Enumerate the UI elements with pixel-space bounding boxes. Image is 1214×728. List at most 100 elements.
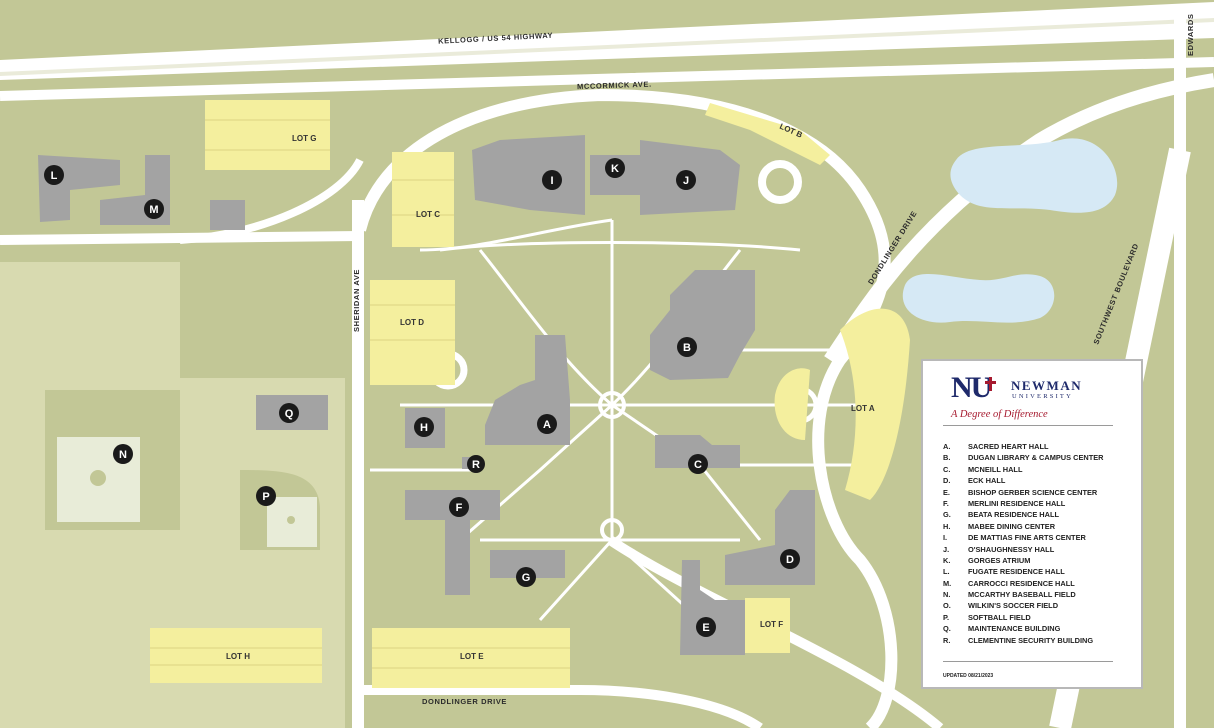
lot-label-g: LOT G: [292, 134, 316, 143]
marker-label-m: M: [149, 204, 158, 216]
legend-item: P. SOFTBALL FIELD: [943, 612, 1104, 623]
legend-label: CLEMENTINE SECURITY BUILDING: [968, 635, 1094, 645]
lot-g-area: [205, 100, 330, 170]
legend-key: P.: [943, 612, 950, 622]
legend-key: J.: [943, 544, 950, 554]
lot-b-area: [705, 103, 830, 165]
cross-icon: [989, 377, 992, 391]
street-label-edwards: EDWARDS: [1186, 13, 1195, 56]
legend-label: SACRED HEART HALL: [968, 442, 1049, 451]
parking-stripes: [150, 119, 570, 669]
lot-label-a: LOT A: [851, 404, 875, 413]
legend-item: J. O'SHAUGHNESSY HALL: [943, 544, 1104, 555]
legend-label: O'SHAUGHNESSY HALL: [968, 544, 1055, 554]
logo-name: NEWMAN: [1011, 378, 1083, 393]
lot-label-f: LOT F: [760, 620, 783, 629]
legend-label: SOFTBALL FIELD: [968, 612, 1031, 622]
legend-label: MERLINI RESIDENCE HALL: [968, 498, 1066, 508]
south-roundabout: [600, 518, 624, 542]
legend-label: MCCARTHY BASEBALL FIELD: [968, 590, 1076, 600]
marker-h[interactable]: H: [414, 417, 434, 437]
legend-item: L. FUGATE RESIDENCE HALL: [943, 566, 1104, 577]
building-c: [655, 435, 740, 468]
legend-label: WILKIN'S SOCCER FIELD: [968, 601, 1059, 611]
legend-label: MCNEILL HALL: [968, 464, 1023, 474]
lot-label-e: LOT E: [460, 652, 484, 661]
logo-letters: NU: [951, 371, 992, 404]
building-b: [650, 270, 755, 380]
legend-label: FUGATE RESIDENCE HALL: [968, 567, 1065, 577]
legend-item: E.BISHOP GERBER SCIENCE CENTER: [943, 487, 1104, 498]
marker-label-c: C: [694, 459, 702, 471]
marker-e[interactable]: E: [696, 617, 716, 637]
legend-key: B.: [943, 453, 951, 463]
marker-i[interactable]: I: [542, 170, 562, 190]
marker-l[interactable]: L: [44, 165, 64, 185]
building-f: [405, 490, 500, 595]
campus-loop-road: [354, 88, 898, 728]
legend-item: C. MCNEILL HALL: [943, 464, 1104, 475]
map-legend: NU NEWMAN UNIVERSITY A Degree of Differe…: [921, 359, 1143, 689]
legend-key: K.: [943, 555, 951, 565]
kellogg-highway: [0, 2, 1214, 80]
marker-q[interactable]: Q: [279, 403, 299, 423]
legend-label: DUGAN LIBRARY & CAMPUS CENTER: [968, 453, 1104, 463]
marker-n[interactable]: N: [113, 444, 133, 464]
marker-label-h: H: [420, 422, 428, 434]
marker-label-k: K: [611, 163, 619, 175]
lot-label-c: LOT C: [416, 210, 440, 219]
marker-b[interactable]: B: [677, 337, 697, 357]
legend-item: M.CARROCCI RESIDENCE HALL: [943, 578, 1104, 589]
lot-a-area: [840, 308, 910, 500]
legend-key: O.: [943, 601, 951, 611]
street-label-sheridan: SHERIDAN AVE: [352, 269, 361, 332]
marker-f[interactable]: F: [449, 497, 469, 517]
marker-r[interactable]: R: [467, 455, 485, 473]
legend-key: E.: [943, 487, 950, 497]
marker-d[interactable]: D: [780, 549, 800, 569]
legend-item: K.GORGES ATRIUM: [943, 555, 1104, 566]
marker-m[interactable]: M: [144, 199, 164, 219]
legend-item: D.ECK HALL: [943, 475, 1104, 486]
logo-subtitle: UNIVERSITY: [1012, 393, 1073, 400]
lot-e-area: [372, 628, 570, 688]
legend-item: I.DE MATTIAS FINE ARTS CENTER: [943, 532, 1104, 543]
marker-p[interactable]: P: [256, 486, 276, 506]
cross-icon-bar: [985, 381, 996, 384]
legend-key: L.: [943, 567, 950, 577]
central-roundabout: [598, 391, 626, 419]
legend-list: A.SACRED HEART HALL B.DUGAN LIBRARY & CA…: [943, 441, 1104, 646]
lot-h-area: [150, 628, 322, 683]
mccormick-ave-road: [0, 57, 1214, 101]
marker-c[interactable]: C: [688, 454, 708, 474]
legend-key: C.: [943, 464, 951, 474]
legend-label: ECK HALL: [968, 476, 1006, 486]
marker-label-r: R: [472, 459, 480, 471]
building-i: [472, 135, 585, 215]
legend-item: F. MERLINI RESIDENCE HALL: [943, 498, 1104, 509]
building-misc-west: [210, 200, 245, 230]
marker-label-j: J: [683, 175, 689, 187]
legend-item: G.BEATA RESIDENCE HALL: [943, 509, 1104, 520]
marker-label-a: A: [543, 419, 551, 431]
marker-j[interactable]: J: [676, 170, 696, 190]
legend-label: MAINTENANCE BUILDING: [968, 624, 1061, 634]
legend-item: R.CLEMENTINE SECURITY BUILDING: [943, 635, 1104, 646]
marker-a[interactable]: A: [537, 414, 557, 434]
legend-divider-bottom: [943, 661, 1113, 662]
marker-g[interactable]: G: [516, 567, 536, 587]
buildings: [38, 135, 815, 655]
legend-key: M.: [943, 578, 952, 588]
legend-item: O. WILKIN'S SOCCER FIELD: [943, 600, 1104, 611]
legend-item: N.MCCARTHY BASEBALL FIELD: [943, 589, 1104, 600]
building-e: [680, 560, 745, 655]
lot-a-arc: [774, 368, 810, 440]
marker-label-b: B: [683, 342, 691, 354]
legend-key: Q.: [943, 624, 951, 634]
legend-item: Q. MAINTENANCE BUILDING: [943, 623, 1104, 634]
marker-k[interactable]: K: [605, 158, 625, 178]
legend-key: F.: [943, 498, 949, 508]
legend-key: G.: [943, 510, 951, 520]
legend-label: MABEE DINING CENTER: [968, 521, 1056, 531]
southern-arc-road-2: [360, 685, 763, 728]
